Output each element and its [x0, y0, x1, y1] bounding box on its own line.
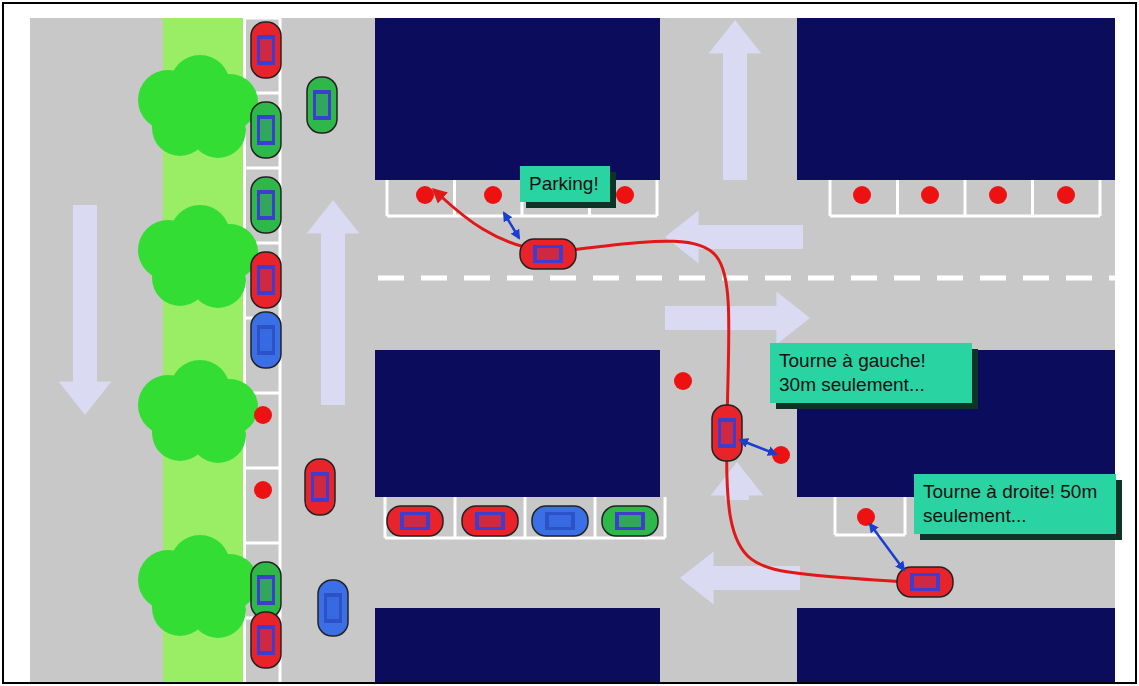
tree — [138, 360, 258, 463]
car — [251, 102, 281, 158]
free-spot — [1057, 186, 1075, 204]
car — [387, 506, 443, 536]
free-spot — [254, 406, 272, 424]
parking-slots — [245, 18, 280, 682]
car — [251, 562, 281, 618]
free-spot — [674, 372, 692, 390]
car — [251, 177, 281, 233]
free-spot — [254, 481, 272, 499]
free-spot — [857, 508, 875, 526]
sensor-link — [870, 524, 904, 570]
free-spot — [416, 186, 434, 204]
building-block — [375, 608, 660, 682]
tree — [138, 205, 258, 308]
parking-slots — [835, 497, 905, 535]
car — [307, 77, 337, 133]
callout-text: Tourne à droite! 50m seulement... — [923, 480, 1107, 528]
parking-slots — [830, 180, 1100, 216]
traffic-arrow — [665, 211, 803, 264]
free-spot — [616, 186, 634, 204]
car — [305, 459, 335, 515]
callout-box: Tourne à gauche! 30m seulement... — [770, 343, 972, 403]
callout-text: Parking! — [529, 172, 601, 196]
car — [251, 22, 281, 78]
building-block — [375, 350, 660, 497]
car — [712, 405, 742, 461]
sensor-link — [740, 440, 776, 454]
car — [251, 312, 281, 368]
car — [897, 567, 953, 597]
free-spot — [853, 186, 871, 204]
parking-slots — [385, 497, 665, 538]
car — [318, 580, 348, 636]
tree — [138, 55, 258, 158]
car — [251, 252, 281, 308]
road-ground — [30, 18, 1115, 682]
callout-text: Tourne à gauche! 30m seulement... — [779, 349, 963, 397]
car — [520, 239, 576, 269]
car — [602, 506, 658, 536]
callout-box: Tourne à droite! 50m seulement... — [914, 474, 1116, 534]
building-block — [797, 18, 1115, 180]
car — [251, 612, 281, 668]
frame — [3, 3, 1136, 683]
building-block — [797, 608, 1115, 682]
car — [462, 506, 518, 536]
traffic-arrow — [711, 462, 764, 500]
free-spot — [772, 446, 790, 464]
free-spot — [989, 186, 1007, 204]
traffic-arrow — [709, 20, 762, 180]
tree — [138, 535, 258, 638]
car — [532, 506, 588, 536]
free-spot — [484, 186, 502, 204]
callout-box: Parking! — [520, 166, 610, 202]
free-spot — [921, 186, 939, 204]
building-block — [375, 18, 660, 180]
lane-divider — [378, 276, 1115, 281]
traffic-arrow — [665, 292, 810, 345]
traffic-arrow — [307, 200, 360, 405]
traffic-arrow — [59, 205, 112, 415]
traffic-arrow — [680, 552, 800, 605]
sensor-link — [504, 213, 519, 238]
